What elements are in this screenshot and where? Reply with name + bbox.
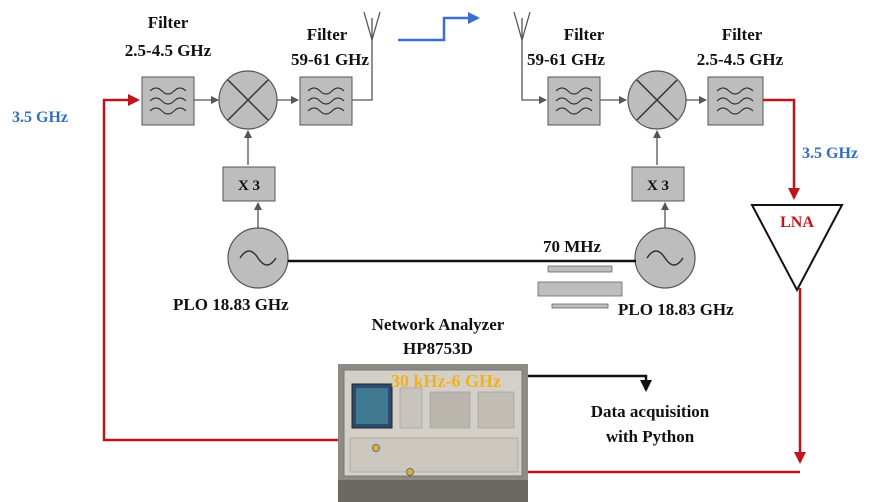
data-acquisition-line1: Data acquisition — [591, 402, 710, 421]
analyzer-range-label: 30 kHz-6 GHz — [391, 371, 501, 391]
rx-multiplier-block — [631, 166, 685, 202]
rx-to-lna-line — [763, 98, 800, 200]
rx-if-filter-title: Filter — [722, 25, 763, 44]
tx-rf-filter-icon — [307, 87, 345, 115]
network-analyzer-photo — [338, 364, 528, 502]
lna-label: LNA — [780, 214, 814, 231]
tx-if-filter-title: Filter — [148, 13, 189, 32]
rx-plo-label: PLO 18.83 GHz — [618, 300, 734, 319]
data-acquisition-arrow — [528, 374, 652, 392]
rx-antenna-icon — [513, 11, 531, 41]
ref-freq-label: 70 MHz — [543, 237, 602, 256]
rx-rf-filter-title: Filter — [564, 25, 605, 44]
rx-if-filter-block — [707, 76, 764, 126]
rx-rf-filter-band: 59-61 GHz — [527, 50, 605, 69]
analyzer-model-label: HP8753D — [403, 339, 473, 358]
rx-plo-oscillator-icon — [634, 227, 696, 289]
tx-feed-line — [102, 94, 340, 442]
tx-plo-label: PLO 18.83 GHz — [173, 295, 289, 314]
rx-if-freq-label: 3.5 GHz — [802, 145, 858, 162]
tx-rf-filter-block — [299, 76, 353, 126]
tx-multiplier-label: X 3 — [238, 178, 260, 194]
tx-if-filter-icon — [149, 87, 187, 115]
rx-rf-filter-block — [547, 76, 601, 126]
tx-if-filter-band: 2.5-4.5 GHz — [125, 41, 212, 60]
tx-if-freq-label: 3.5 GHz — [12, 109, 68, 126]
rx-multiplier-label: X 3 — [647, 178, 669, 194]
tx-plo-oscillator-icon — [227, 227, 289, 289]
tx-antenna-feed — [352, 40, 373, 101]
rx-if-filter-icon — [716, 87, 754, 115]
lna-amplifier-icon — [750, 204, 844, 293]
rx-if-filter-band: 2.5-4.5 GHz — [697, 50, 784, 69]
ref-crystal-icon — [537, 265, 623, 309]
rx-rf-filter-icon — [555, 87, 593, 115]
tx-rf-filter-title: Filter — [307, 25, 348, 44]
tx-antenna-icon — [363, 11, 381, 41]
rx-antenna-feed — [521, 40, 547, 104]
wireless-link-arrow — [398, 12, 480, 42]
tx-mixer-icon — [218, 70, 278, 130]
data-acquisition-line2: with Python — [606, 427, 695, 446]
tx-rf-filter-band: 59-61 GHz — [291, 50, 369, 69]
rx-mixer-icon — [627, 70, 687, 130]
tx-multiplier-block — [222, 166, 276, 202]
analyzer-name-label: Network Analyzer — [372, 315, 505, 334]
tx-if-filter-block — [141, 76, 195, 126]
